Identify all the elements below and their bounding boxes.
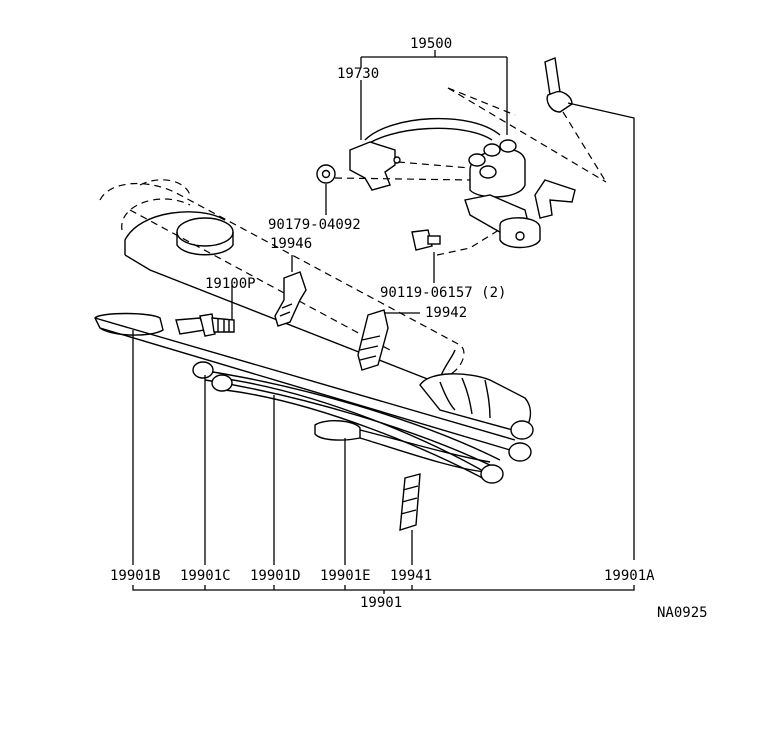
label-19946: 19946	[270, 236, 312, 252]
diagram-code: NA0925	[657, 605, 708, 621]
ignition-cord-set	[94, 312, 534, 484]
label-90179-04092: 90179-04092	[268, 217, 361, 233]
label-90119-06157: 90119-06157 (2)	[380, 285, 506, 301]
label-19901A: 19901A	[604, 568, 655, 584]
label-19901: 19901	[360, 595, 402, 611]
label-19901D: 19901D	[250, 568, 301, 584]
assembly-dash-lines	[334, 161, 503, 256]
label-19500: 19500	[410, 36, 452, 52]
leader-lines	[132, 50, 635, 594]
wire-clamp-19941	[399, 473, 421, 531]
coil-lead-19901A	[447, 57, 607, 183]
label-19730: 19730	[337, 66, 379, 82]
label-19941: 19941	[390, 568, 432, 584]
distributor-assembly	[361, 117, 576, 249]
label-19901C: 19901C	[180, 568, 231, 584]
label-19901E: 19901E	[320, 568, 371, 584]
label-19942: 19942	[425, 305, 467, 321]
nut-90179	[316, 164, 336, 184]
spark-plug-19100P	[175, 313, 235, 337]
bolt-90119	[411, 229, 441, 251]
label-19100P: 19100P	[205, 276, 256, 292]
wire-clamp-19942	[357, 309, 389, 371]
sensor-19730	[349, 141, 401, 191]
wire-clamp-19946	[274, 271, 307, 327]
label-19901B: 19901B	[110, 568, 161, 584]
cylinder-head-cover	[99, 179, 465, 381]
